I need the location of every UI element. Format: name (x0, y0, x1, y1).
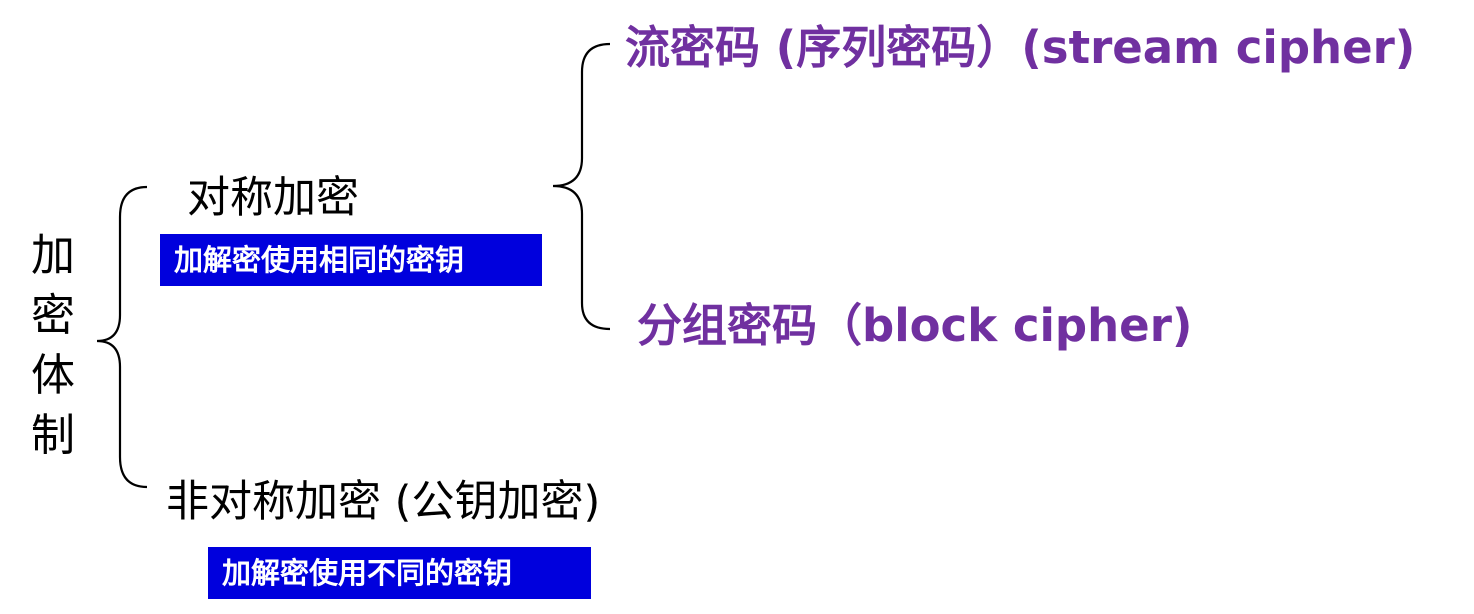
symmetric-brace (552, 42, 611, 331)
root-brace (96, 185, 148, 489)
root-label: 加密体制 (31, 230, 75, 461)
symmetric-encryption-label: 对称加密 (187, 173, 359, 223)
symmetric-note-badge: 加解密使用相同的密钥 (160, 234, 542, 286)
asymmetric-encryption-label: 非对称加密 (公钥加密) (166, 477, 601, 527)
block-cipher-label: 分组密码（block cipher) (637, 299, 1193, 352)
asymmetric-note-badge: 加解密使用不同的密钥 (208, 547, 591, 599)
stream-cipher-label: 流密码 (序列密码）(stream cipher) (625, 21, 1416, 74)
